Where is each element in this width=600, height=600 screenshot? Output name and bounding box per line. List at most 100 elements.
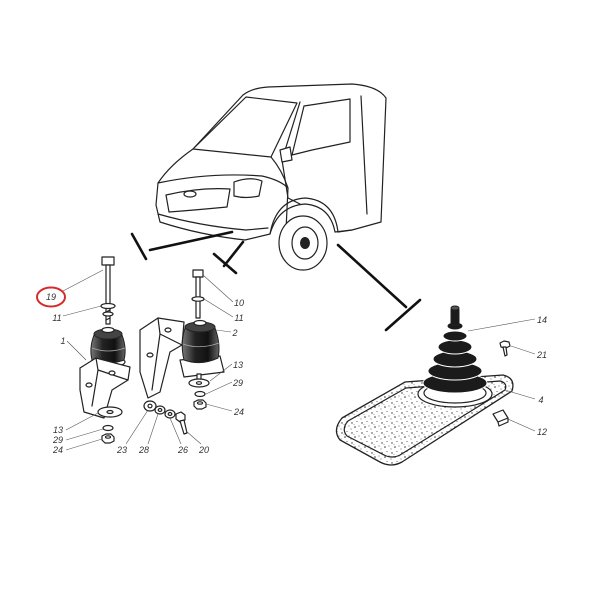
callout-23: 23 (116, 445, 127, 455)
callout-13-left: 13 (53, 425, 63, 435)
highlight-ring-19 (36, 286, 66, 308)
leader-29-right (205, 381, 233, 395)
right-bracket-hole-2 (146, 352, 154, 358)
screw-21-head (499, 340, 511, 349)
leader-29-left (65, 428, 104, 441)
left-bolt-washer (100, 302, 116, 310)
callout-leaders (62, 269, 536, 451)
callout-1: 1 (60, 336, 65, 346)
leader-21 (510, 345, 536, 355)
leader-tick-boot (384, 298, 422, 332)
van-bumper (157, 213, 269, 231)
callout-19: 19 (46, 292, 56, 302)
shift-boot-assembly (335, 305, 514, 466)
van-mirror (279, 146, 293, 163)
callout-29-left: 29 (52, 435, 63, 445)
callout-28: 28 (138, 445, 149, 455)
right-nut-hole (196, 401, 204, 405)
shift-boot-plate-inner-edge (343, 380, 507, 458)
callout-21: 21 (536, 350, 547, 360)
van-wheel-hub (300, 237, 310, 249)
callout-11-left: 11 (52, 313, 61, 323)
left-cushion-top (101, 326, 115, 334)
leader-2 (215, 329, 232, 333)
van-sill (337, 229, 353, 233)
washer-23-hole (147, 403, 153, 409)
shift-boot-neck (450, 307, 460, 326)
leader-24-right (205, 403, 233, 412)
right-spring-washer (194, 390, 206, 398)
leader-tick-left (130, 232, 148, 261)
left-cushion-groove (91, 347, 126, 352)
callout-13-right: 13 (233, 360, 243, 370)
callout-4: 4 (538, 395, 543, 405)
left-bolt-head (101, 256, 115, 266)
van-hood-edge (270, 156, 289, 189)
leader-10 (202, 274, 234, 303)
shift-boot-top (450, 305, 460, 311)
shift-boot-fold-5 (442, 330, 468, 342)
bolt-20-shaft (179, 419, 188, 435)
leader-26 (169, 417, 182, 445)
washer-28-hole (157, 407, 163, 413)
right-bolt-washer (191, 296, 205, 302)
left-spring-washer (102, 424, 114, 432)
callout-24-right: 24 (233, 407, 244, 417)
van-front-face (157, 174, 289, 231)
leader-14 (467, 318, 536, 332)
callout-14: 14 (537, 315, 547, 325)
right-engine-mount (139, 269, 225, 410)
van-rear-door-line (360, 95, 368, 215)
van-logo-icon (183, 190, 197, 198)
leader-13-right (209, 363, 233, 382)
callout-20: 20 (198, 445, 209, 455)
callout-26: 26 (177, 445, 188, 455)
leader-to-shift-boot (336, 243, 408, 309)
leader-19 (62, 269, 104, 292)
bolt-20-head (175, 411, 186, 423)
callout-24-left: 24 (52, 445, 63, 455)
leader-1 (66, 340, 87, 361)
left-nut-hole (104, 435, 112, 439)
left-bracket-hole-2 (108, 370, 116, 376)
callout-labels: 19 11 1 13 29 24 23 28 26 20 10 11 2 13 … (46, 292, 547, 455)
leader-28 (147, 413, 159, 445)
left-bracket-fold (91, 357, 129, 407)
leader-20 (185, 430, 202, 445)
leader-23 (125, 409, 149, 445)
shift-boot-fold-4 (437, 339, 473, 355)
callout-29-right: 29 (232, 378, 243, 388)
left-flat-washer-hole (106, 409, 114, 415)
van-wheel-arch (269, 197, 339, 235)
leader-tick-right (212, 252, 238, 275)
van-illustration (155, 83, 387, 271)
leader-11-left (62, 305, 102, 317)
leader-to-right-mount (222, 240, 245, 268)
right-bolt-head (192, 269, 204, 278)
right-bracket (139, 317, 185, 399)
loose-hardware (143, 400, 188, 435)
callout-10: 10 (234, 298, 244, 308)
screw-21-shaft (502, 346, 508, 357)
left-engine-mount (79, 256, 131, 444)
right-flat-washer-hole (195, 381, 203, 385)
left-bolt-washer-2 (102, 311, 114, 317)
right-bracket-fold (151, 317, 183, 391)
right-bracket-hole (164, 327, 172, 333)
clip-12 (492, 409, 509, 423)
leader-13-left (65, 412, 99, 431)
van-side-window (291, 98, 351, 156)
leader-11-right (203, 298, 234, 318)
leader-24-left (65, 438, 103, 451)
leader-4 (504, 389, 536, 400)
clip-12-tab (497, 417, 509, 427)
right-cushion-groove (182, 342, 220, 348)
washer-26-hole (167, 411, 173, 417)
leader-12 (507, 418, 536, 432)
section-leaders (130, 230, 422, 332)
left-bracket-hole (85, 382, 93, 388)
van-headlight (233, 178, 263, 199)
callout-2: 2 (231, 328, 237, 338)
leader-to-left-mount (148, 230, 234, 252)
